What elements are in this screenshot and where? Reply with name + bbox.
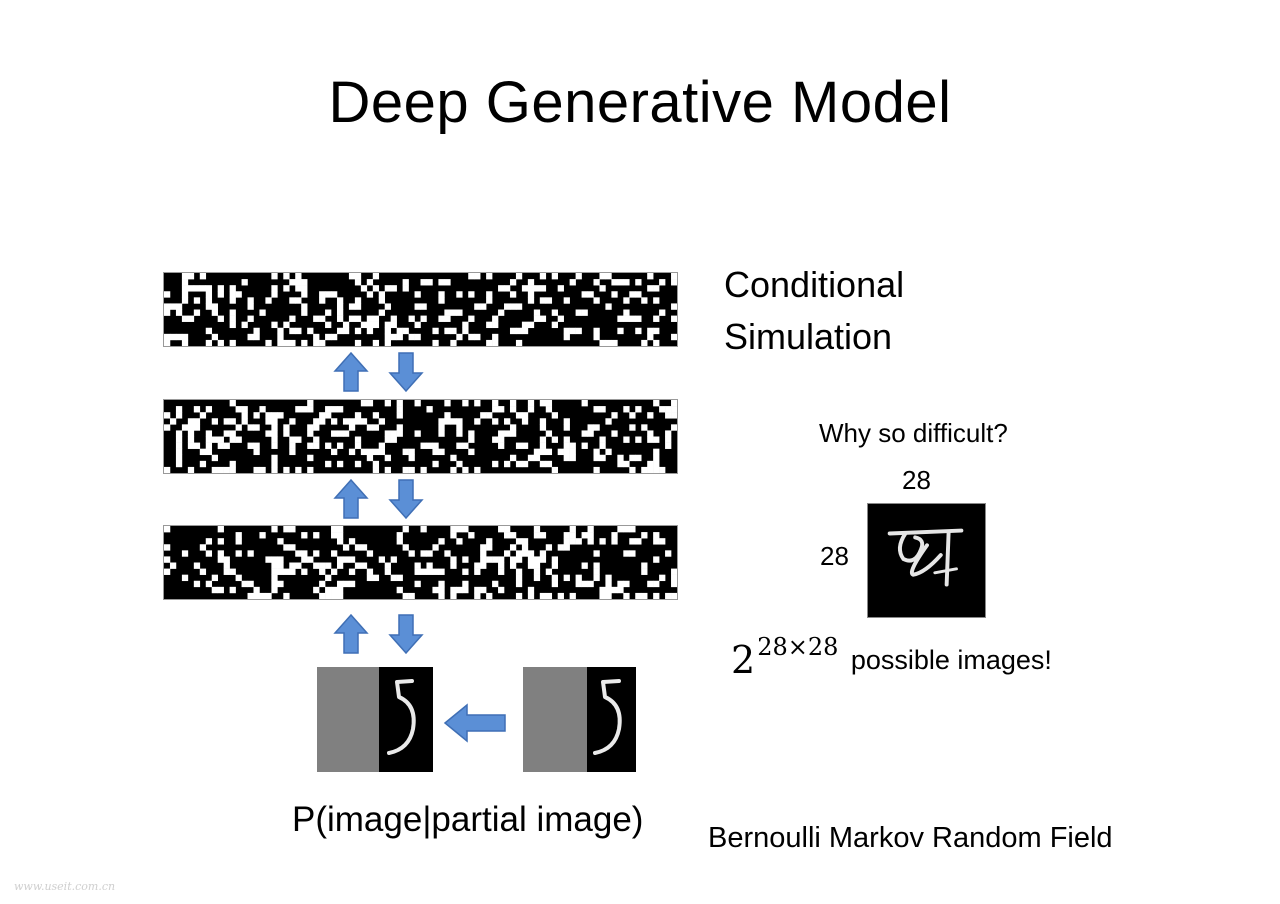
possible-images-line: 228×28 possible images! [731, 633, 1052, 682]
digit-five-image [387, 679, 416, 755]
up-arrow-icon [333, 613, 369, 655]
why-difficult-text: Why so difficult? [819, 418, 1008, 448]
possible-exponent: 28×28 [757, 633, 839, 661]
down-arrow-icon [388, 351, 424, 393]
binary-noise-pattern [164, 526, 677, 599]
handwritten-character-image [867, 503, 986, 618]
possible-images-text: possible images! [850, 645, 1052, 675]
possible-base: 2 [731, 638, 756, 682]
binary-noise-pattern [164, 400, 677, 473]
masked-region [523, 667, 587, 772]
binary-noise-pattern [164, 273, 677, 346]
slide-title: Deep Generative Model [328, 70, 952, 135]
conditional-label: Conditional Simulation [724, 259, 904, 363]
down-arrow-icon [388, 478, 424, 520]
masked-region [317, 667, 379, 772]
up-arrow-icon [333, 478, 369, 520]
up-arrow-icon [333, 351, 369, 393]
watermark: www.useit.com.cn [14, 880, 116, 893]
partial-image [523, 667, 636, 772]
dimension-width-label: 28 [902, 465, 931, 495]
character-glyph [887, 528, 964, 587]
digit-five-image [593, 679, 622, 755]
conditional-label-line2: Simulation [724, 316, 893, 357]
down-arrow-icon [388, 613, 424, 655]
conditional-label-line1: Conditional [724, 264, 905, 305]
hidden-layer-1 [163, 525, 678, 600]
dimension-height-label: 28 [820, 541, 849, 571]
model-name-caption: Bernoulli Markov Random Field [708, 822, 1113, 854]
conditional-probability-caption: P(image|partial image) [292, 800, 644, 839]
hidden-layer-3 [163, 272, 678, 347]
left-arrow-icon [443, 703, 507, 743]
hidden-layer-2 [163, 399, 678, 474]
completed-image [317, 667, 433, 772]
